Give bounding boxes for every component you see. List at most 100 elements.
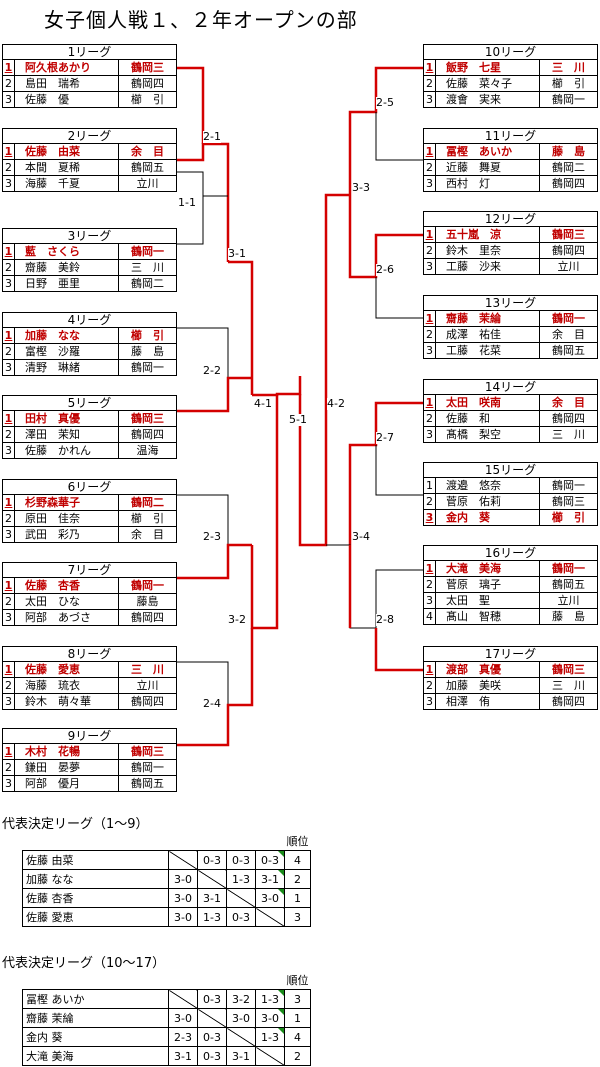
rank-cell: 1: [2, 744, 15, 760]
club-name: 余 目: [119, 527, 177, 543]
club-name: 櫛 引: [119, 328, 177, 344]
player-name: 佐藤 愛恵: [15, 662, 119, 678]
club-name: 鶴岡二: [119, 276, 177, 292]
rank-cell: 3: [2, 276, 15, 292]
club-name: 櫛 引: [119, 511, 177, 527]
rr-rank: 2: [284, 869, 311, 889]
rank-cell: 2: [423, 494, 436, 510]
rank-cell: 3: [423, 593, 436, 609]
rank-cell: 1: [423, 662, 436, 678]
league-title: 2リーグ: [2, 128, 177, 144]
player-name: 海藤 千夏: [15, 176, 119, 192]
rank-cell: 3: [2, 360, 15, 376]
bracket-line-winner: [348, 401, 423, 545]
rr-diagonal-cell: [197, 1008, 227, 1028]
club-name: 鶴岡二: [119, 495, 177, 511]
club-name: 鶴岡五: [119, 160, 177, 176]
player-name: 工藤 花菜: [436, 343, 540, 359]
match-label: 2-6: [376, 263, 394, 276]
rr-header-cell: [198, 832, 227, 851]
bracket-line-winner: [177, 376, 252, 413]
club-name: 立川: [119, 176, 177, 192]
player-name: 菅原 佑莉: [436, 494, 540, 510]
rr-rank: 1: [284, 888, 311, 908]
club-name: 三 川: [119, 662, 177, 678]
league-title: 17リーグ: [423, 646, 598, 662]
club-name: 鶴岡三: [540, 662, 598, 678]
club-name: 鶴岡四: [119, 427, 177, 443]
player-name: 田村 真優: [15, 411, 119, 427]
rank-cell: 1: [423, 227, 436, 243]
rr-rank: 1: [284, 1008, 311, 1028]
club-name: 藤 島: [119, 344, 177, 360]
player-name: 藍 さくら: [15, 244, 119, 260]
rank-cell: 3: [423, 694, 436, 710]
rr-score-cell: 3-1: [255, 869, 285, 889]
player-name: 海藤 琉衣: [15, 678, 119, 694]
rr1-title: 代表決定リーグ（1～9）: [2, 817, 149, 832]
player-name: 金内 葵: [436, 510, 540, 526]
player-name: 齋藤 茉綸: [436, 311, 540, 327]
rr-score-cell: 0-3: [226, 850, 256, 870]
club-name: 鶴岡一: [540, 311, 598, 327]
league-title: 4リーグ: [2, 312, 177, 328]
rr-player-name: 金内 葵: [22, 1027, 169, 1047]
player-name: 澤田 茉知: [15, 427, 119, 443]
rr-diagonal-cell: [197, 869, 227, 889]
league-title: 11リーグ: [423, 128, 598, 144]
rank-cell: 2: [2, 760, 15, 776]
rr-rank: 2: [284, 1046, 311, 1066]
bracket-line-winner: [228, 260, 254, 395]
match-label: 3-2: [228, 613, 246, 626]
player-name: 島田 瑞希: [15, 76, 119, 92]
club-name: 鶴岡四: [119, 76, 177, 92]
rr-score-cell: 3-0: [168, 888, 198, 908]
club-name: 鶴岡四: [540, 411, 598, 427]
rank-cell: 3: [2, 92, 15, 108]
rank-cell: 1: [2, 144, 15, 160]
rank-cell: 1: [2, 244, 15, 260]
club-name: 櫛 引: [540, 76, 598, 92]
rank-cell: 2: [2, 427, 15, 443]
rr-player-name: 佐藤 杏香: [22, 888, 169, 908]
league-title: 5リーグ: [2, 395, 177, 411]
player-name: 佐藤 由菜: [15, 144, 119, 160]
player-name: 日野 亜里: [15, 276, 119, 292]
rr-header-cell: [256, 832, 285, 851]
bracket-line-winner: [177, 543, 252, 580]
club-name: 立川: [119, 678, 177, 694]
club-name: 余 目: [119, 144, 177, 160]
player-name: 齋藤 美鈴: [15, 260, 119, 276]
club-name: 鶴岡五: [119, 776, 177, 792]
player-name: 佐藤 杏香: [15, 578, 119, 594]
player-name: 清野 琳緒: [15, 360, 119, 376]
rr-diagonal-cell: [226, 888, 256, 908]
player-name: 髙山 智穂: [436, 609, 540, 625]
club-name: 藤島: [119, 594, 177, 610]
club-name: 三 川: [540, 678, 598, 694]
rank-cell: 1: [2, 411, 15, 427]
club-name: 鶴岡四: [540, 694, 598, 710]
league-title: 16リーグ: [423, 545, 598, 561]
match-label: 5-1: [289, 413, 307, 426]
